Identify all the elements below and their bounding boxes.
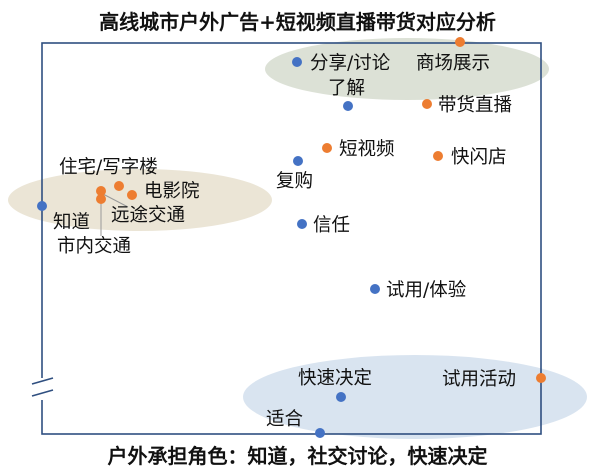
- label-xinren: 信任: [313, 215, 350, 236]
- point-shangchang: [455, 37, 465, 47]
- label-shinei: 市内交通: [57, 236, 131, 257]
- point-shinei: [96, 194, 106, 204]
- label-daihuo: 带货直播: [438, 95, 513, 116]
- label-liaojie: 了解: [328, 78, 365, 99]
- leader-line-yuantu: [102, 193, 129, 208]
- plot-frame: [41, 42, 542, 435]
- page-footer: 户外承担角色：知道，社交讨论，快速决定: [107, 444, 488, 468]
- page-title: 高线城市户外广告+短视频直播带货对应分析: [99, 10, 496, 34]
- point-xinren: [297, 219, 307, 229]
- point-shihe: [315, 428, 325, 438]
- label-fenxiang: 分享/讨论: [310, 53, 391, 74]
- point-shiyong: [370, 284, 380, 294]
- label-zhuzhai: 住宅/写字楼: [59, 157, 158, 178]
- label-shihe: 适合: [266, 409, 303, 430]
- point-daihuo: [422, 99, 432, 109]
- point-duanshipin: [322, 143, 332, 153]
- point-fenxiang: [292, 57, 302, 67]
- point-liaojie: [343, 101, 353, 111]
- cluster-left: [8, 169, 272, 231]
- label-kuaisu: 快速决定: [298, 368, 372, 389]
- point-kuaisu: [336, 392, 346, 402]
- label-kuaishan: 快闪店: [451, 147, 507, 168]
- point-zhidao: [37, 201, 47, 211]
- axis-break-marker: [31, 377, 54, 400]
- label-shiyonghuodong: 试用活动: [442, 369, 516, 390]
- point-zhuzhai: [114, 181, 124, 191]
- point-kuaishan: [433, 151, 443, 161]
- label-shiyong: 试用/体验: [386, 280, 466, 301]
- label-dianying: 电影院: [144, 181, 200, 202]
- label-shangchang: 商场展示: [416, 53, 490, 74]
- label-zhidao: 知道: [53, 212, 90, 233]
- point-shiyonghuodong: [536, 373, 546, 383]
- label-yuantu: 远途交通: [111, 205, 185, 226]
- cluster-bottom: [243, 355, 587, 439]
- point-dianying: [127, 190, 137, 200]
- cluster-top-right: [265, 38, 549, 100]
- label-duanshipin: 短视频: [339, 139, 395, 160]
- point-fugou: [293, 156, 303, 166]
- label-fugou: 复购: [276, 171, 313, 192]
- point-yuantu: [96, 186, 106, 196]
